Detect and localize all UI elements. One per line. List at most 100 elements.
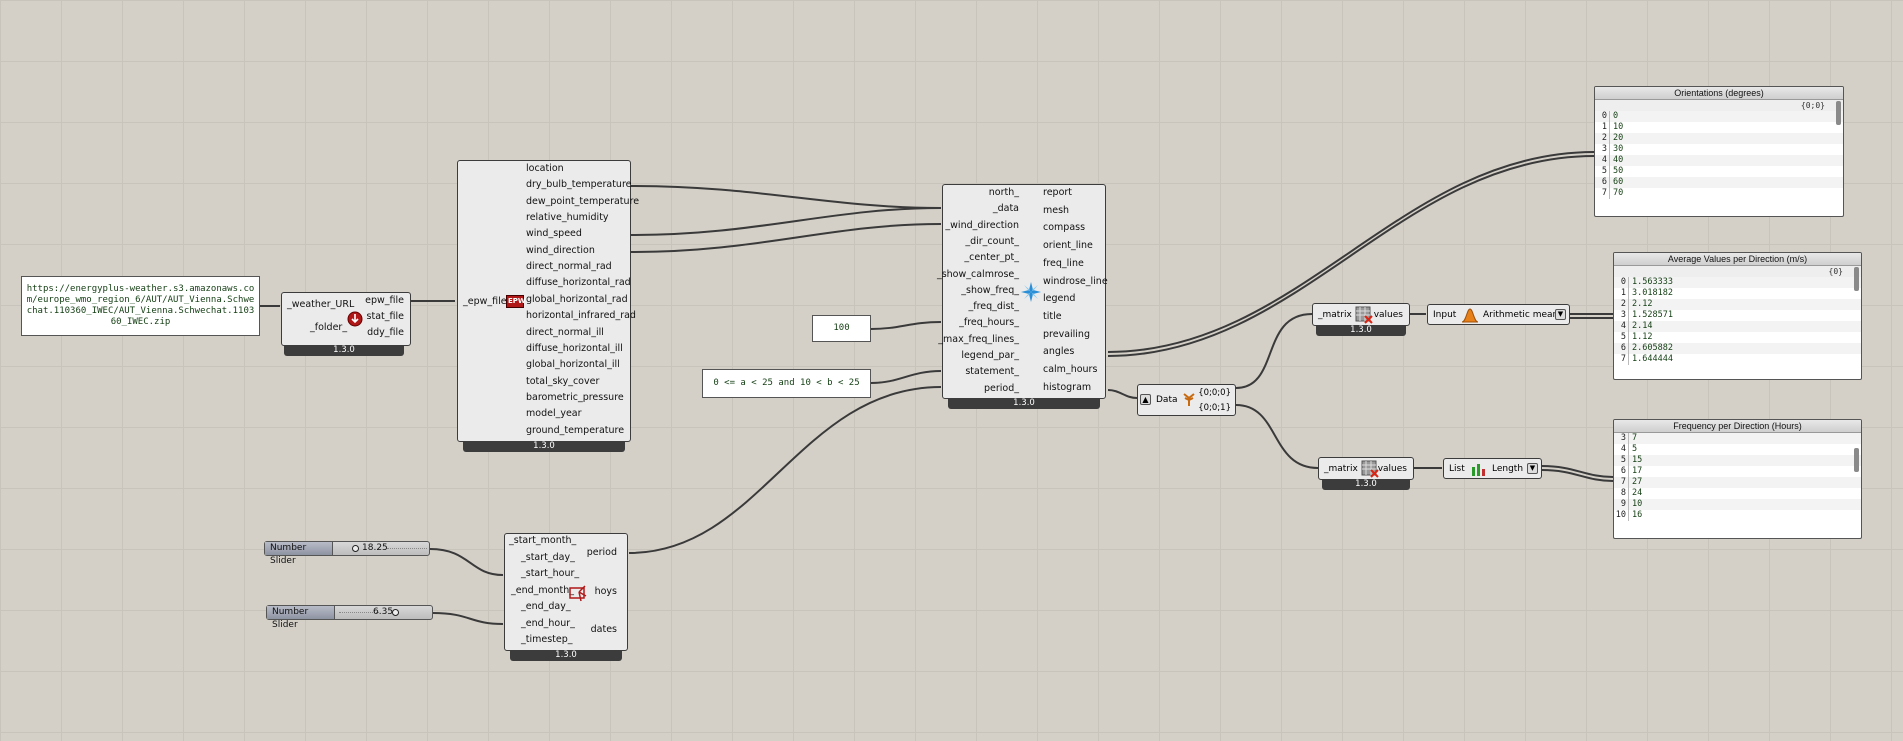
windrose-output-title[interactable]: title xyxy=(1043,310,1062,322)
matrix-input[interactable]: _matrix xyxy=(1318,310,1352,320)
slider-knob[interactable] xyxy=(352,545,359,552)
period-input-_start_hour_[interactable]: _start_hour_ xyxy=(521,568,580,579)
output-stat-file[interactable]: stat_file xyxy=(366,311,404,322)
epw-output-relative_humidity[interactable]: relative_humidity xyxy=(526,212,609,224)
matrix-values-component-2[interactable]: _matrix values xyxy=(1318,457,1414,480)
input-weather-url[interactable]: _weather_URL xyxy=(287,299,355,310)
epw-output-direct_normal_ill[interactable]: direct_normal_ill xyxy=(526,326,604,338)
windrose-output-histogram[interactable]: histogram xyxy=(1043,381,1092,393)
windrose-output-orient_line[interactable]: orient_line xyxy=(1043,240,1093,252)
data-output-1[interactable]: {0;0;1} xyxy=(1198,403,1231,413)
windrose-input-_wind_direction[interactable]: _wind_direction xyxy=(945,219,1019,231)
length-input[interactable]: List xyxy=(1449,464,1465,474)
windrose-output-mesh[interactable]: mesh xyxy=(1043,204,1070,216)
period-input-_start_month_[interactable]: _start_month_ xyxy=(509,535,577,546)
epw-output-total_sky_cover[interactable]: total_sky_cover xyxy=(526,375,600,387)
epw-output-barometric_pressure[interactable]: barometric_pressure xyxy=(526,391,624,403)
number-slider-end-hour[interactable]: 6.35 Number Slider xyxy=(266,605,433,630)
windrose-output-report[interactable]: report xyxy=(1043,187,1073,198)
matrix-output[interactable]: values xyxy=(1373,310,1403,320)
windrose-input-_freq_hours_[interactable]: _freq_hours_ xyxy=(959,317,1019,329)
dropdown-icon[interactable]: ▼ xyxy=(1527,463,1538,474)
windrose-input-north_[interactable]: north_ xyxy=(988,187,1019,198)
windrose-output-angles[interactable]: angles xyxy=(1043,346,1075,358)
average-values-panel[interactable]: Average Values per Direction (m/s) {0} 0… xyxy=(1613,252,1862,380)
windrose-input-legend_par_[interactable]: legend_par_ xyxy=(961,350,1019,361)
windrose-input-_show_calmrose_[interactable]: _show_calmrose_ xyxy=(936,268,1019,280)
matrix-values-component-1[interactable]: _matrix values xyxy=(1312,303,1410,326)
windrose-input-period_[interactable]: period_ xyxy=(983,382,1019,394)
windrose-input-_max_freq_lines_[interactable]: _max_freq_lines_ xyxy=(938,333,1019,345)
matrix-output[interactable]: values xyxy=(1377,464,1407,474)
download-weather-component[interactable]: _weather_URL _folder_ epw_file stat_file… xyxy=(281,292,411,346)
input-folder[interactable]: _folder_ xyxy=(310,322,348,333)
matrix-input[interactable]: _matrix xyxy=(1324,464,1358,474)
expand-icon[interactable]: ▲ xyxy=(1140,394,1151,405)
windrose-input-_freq_dist_[interactable]: _freq_dist_ xyxy=(968,301,1019,313)
windrose-component[interactable]: north_ _data _wind_direction _dir_count_ _ce… xyxy=(937,184,1108,399)
windrose-output-windrose_line[interactable]: windrose_line xyxy=(1043,275,1108,287)
epw-output-horizontal_infrared_rad[interactable]: horizontal_infrared_rad xyxy=(526,310,636,322)
output-hoys[interactable]: hoys xyxy=(594,586,617,597)
mean-output[interactable]: Arithmetic mean xyxy=(1483,310,1559,320)
period-input-_timestep_[interactable]: _timestep_ xyxy=(521,634,573,645)
length-output[interactable]: Length xyxy=(1492,464,1524,474)
output-period[interactable]: period xyxy=(586,547,617,558)
scrollbar[interactable] xyxy=(1854,448,1859,472)
epw-output-location[interactable]: location xyxy=(526,163,564,174)
windrose-input-_dir_count_[interactable]: _dir_count_ xyxy=(965,235,1019,247)
avg_values-row-value: 1.644444 xyxy=(1628,354,1673,365)
period-input-_start_day_[interactable]: _start_day_ xyxy=(521,551,575,563)
scrollbar[interactable] xyxy=(1854,267,1859,291)
epw-output-dew_point_temperature[interactable]: dew_point_temperature xyxy=(526,195,640,207)
period-input-_end_hour_[interactable]: _end_hour_ xyxy=(521,617,575,629)
output-epw-file[interactable]: epw_file xyxy=(365,295,404,306)
windrose-input-_center_pt_[interactable]: _center_pt_ xyxy=(964,252,1019,264)
windrose-output-freq_line[interactable]: freq_line xyxy=(1043,257,1084,269)
output-ddy-file[interactable]: ddy_file xyxy=(367,327,404,338)
url-panel[interactable]: https://energyplus-weather.s3.amazonaws.… xyxy=(21,276,260,336)
windrose-output-prevailing[interactable]: prevailing xyxy=(1043,328,1090,340)
data-param[interactable]: ▲ Data {0;0;0} {0;0;1} xyxy=(1137,384,1236,416)
epw-output-diffuse_horizontal_rad[interactable]: diffuse_horizontal_rad xyxy=(526,277,631,289)
freq-hours-panel[interactable]: 100 xyxy=(812,315,871,342)
epw-output-global_horizontal_rad[interactable]: global_horizontal_rad xyxy=(526,293,628,305)
period-input-_end_day_[interactable]: _end_day_ xyxy=(521,601,571,612)
windrose-input-_data[interactable]: _data xyxy=(992,203,1019,215)
epw-output-ground_temperature[interactable]: ground_temperature xyxy=(526,424,625,436)
epw-output-wind_direction[interactable]: wind_direction xyxy=(526,244,595,256)
number-slider-start-hour[interactable]: Number Slider 18.25 xyxy=(264,541,430,566)
dropdown-icon[interactable]: ▼ xyxy=(1555,309,1566,320)
output-dates[interactable]: dates xyxy=(590,624,617,635)
input-epw-file[interactable]: _epw_file xyxy=(463,296,507,307)
epw-output-diffuse_horizontal_ill[interactable]: diffuse_horizontal_ill xyxy=(526,342,623,354)
windrose-output-legend[interactable]: legend xyxy=(1043,293,1076,305)
period-input-_end_month_[interactable]: _end_month_ xyxy=(511,584,574,596)
orientations-row-index: 6 xyxy=(1601,177,1607,187)
epw-output-wind_speed[interactable]: wind_speed xyxy=(526,228,582,240)
list-length-component[interactable]: List Length ▼ xyxy=(1443,458,1542,479)
data-output-0[interactable]: {0;0;0} xyxy=(1198,388,1231,398)
epw-output-global_horizontal_ill[interactable]: global_horizontal_ill xyxy=(526,359,620,371)
epw-output-dry_bulb_temperature[interactable]: dry_bulb_temperature xyxy=(526,179,632,191)
windrose-input-_show_freq_[interactable]: _show_freq_ xyxy=(961,284,1019,296)
epw-output-direct_normal_rad[interactable]: direct_normal_rad xyxy=(526,261,612,273)
arithmetic-mean-component[interactable]: Input Arithmetic mean ▼ xyxy=(1427,304,1570,325)
windrose-input-statement_[interactable]: statement_ xyxy=(965,366,1019,378)
statement-panel[interactable]: 0 <= a < 25 and 10 < b < 25 xyxy=(702,369,871,398)
orientations-row-value: 40 xyxy=(1609,155,1623,166)
epw-output-model_year[interactable]: model_year xyxy=(526,408,582,420)
windrose-output-compass[interactable]: compass xyxy=(1043,222,1086,234)
scrollbar[interactable] xyxy=(1836,101,1841,125)
mean-input[interactable]: Input xyxy=(1433,310,1457,320)
period-version: 1.3.0 xyxy=(510,650,622,661)
analysis-period-component[interactable]: _start_month_ _start_day_ _start_hour_ _end… xyxy=(504,533,628,651)
slider-knob[interactable] xyxy=(392,609,399,616)
windrose-output-calm_hours[interactable]: calm_hours xyxy=(1043,364,1098,375)
